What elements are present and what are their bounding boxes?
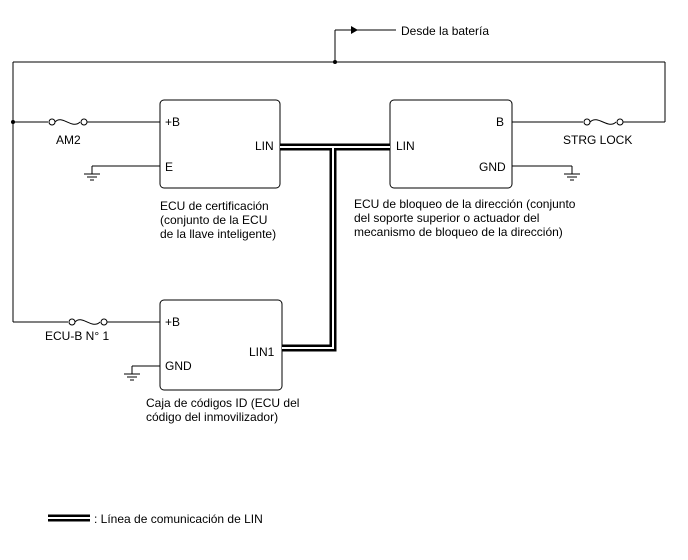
main-bus (11, 61, 666, 322)
id-code-box-pin-gnd: GND (165, 359, 192, 373)
strg-lock-fuse (512, 118, 665, 126)
am2-fuse-label: AM2 (56, 133, 81, 147)
steering-lock-ecu-pin-lin: LIN (396, 139, 415, 153)
legend-lin-label: : Línea de comunicación de LIN (94, 512, 263, 526)
certification-ecu-pin-b: +B (165, 115, 180, 129)
certification-ecu-pin-lin: LIN (255, 139, 274, 153)
ecu-b-fuse-label: ECU-B N° 1 (45, 329, 109, 343)
battery-label: Desde la batería (401, 24, 489, 38)
steering-lock-ecu-pin-b: B (496, 115, 504, 129)
ecu-b-fuse (13, 318, 160, 326)
battery-feed (333, 26, 396, 64)
steering-lock-ecu-caption: ECU de bloqueo de la dirección (conjunto… (354, 197, 579, 239)
steering-lock-ecu-pin-gnd: GND (479, 160, 506, 174)
id-code-box-caption: Caja de códigos ID (ECU del código del i… (146, 396, 303, 424)
ground-icon (124, 365, 160, 381)
ground-icon (512, 165, 580, 181)
lin-bus (280, 143, 390, 352)
id-code-box-pin-lin1: LIN1 (249, 345, 275, 359)
certification-ecu-caption: ECU de certificación (conjunto de la ECU… (160, 199, 276, 241)
id-code-box-pin-b: +B (165, 315, 180, 329)
certification-ecu-pin-e: E (165, 160, 173, 174)
strg-lock-fuse-label: STRG LOCK (563, 133, 632, 147)
am2-fuse (13, 118, 160, 126)
ground-icon (84, 165, 160, 181)
